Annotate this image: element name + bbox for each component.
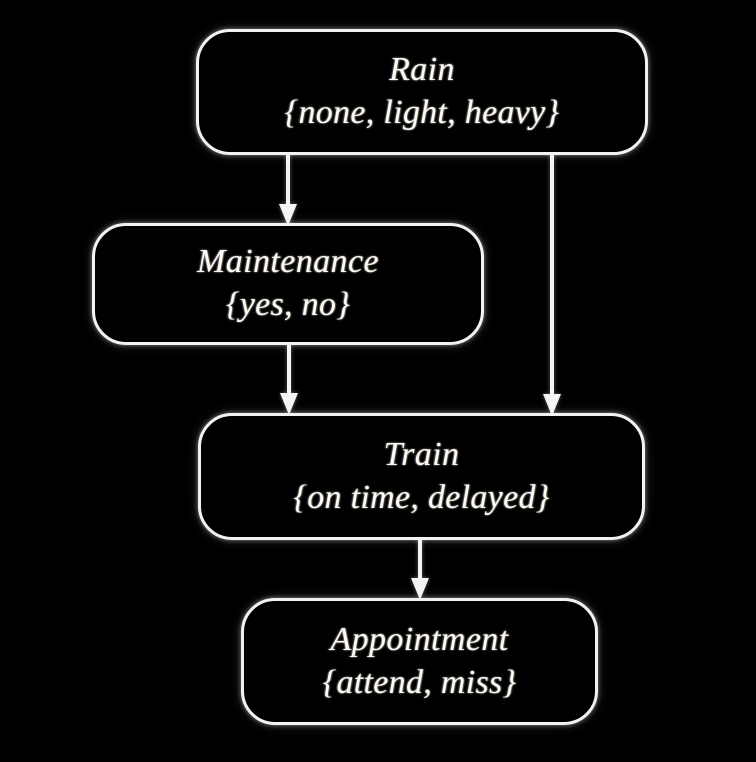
- node-rain[interactable]: Rain {none, light, heavy}: [196, 29, 648, 155]
- node-train-states: {on time, delayed}: [293, 478, 550, 516]
- node-appointment-label: Appointment: [330, 620, 509, 658]
- node-appointment-states: {attend, miss}: [322, 663, 517, 701]
- node-maintenance-states: {yes, no}: [225, 286, 351, 323]
- edge-rain-to-maintenance-arrow: [279, 154, 297, 226]
- node-appointment[interactable]: Appointment {attend, miss}: [241, 598, 598, 725]
- node-maintenance[interactable]: Maintenance {yes, no}: [92, 223, 484, 345]
- edge-rain-to-train-arrow: [543, 154, 561, 416]
- node-train[interactable]: Train {on time, delayed}: [198, 413, 645, 540]
- node-train-label: Train: [383, 435, 460, 473]
- node-maintenance-label: Maintenance: [197, 243, 379, 281]
- edge-train-to-appointment-arrow: [411, 538, 429, 600]
- node-rain-states: {none, light, heavy}: [284, 94, 560, 131]
- node-rain-label: Rain: [389, 51, 455, 89]
- edge-maintenance-to-train-arrow: [280, 345, 298, 415]
